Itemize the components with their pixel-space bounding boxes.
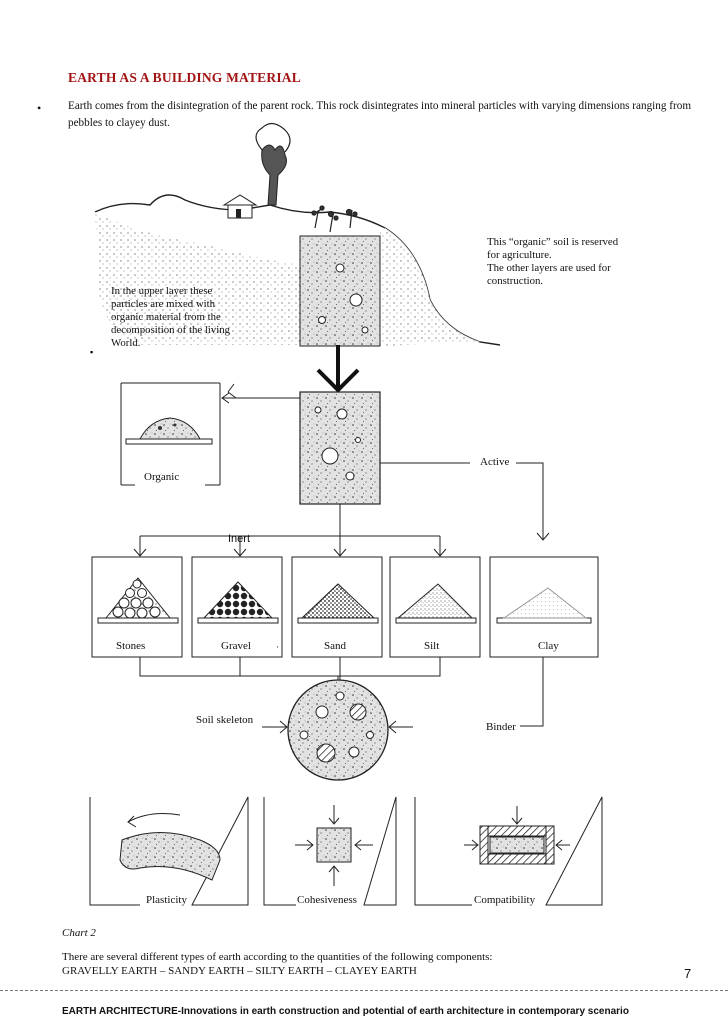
cohesiveness-cube	[295, 805, 373, 886]
note-organic-soil-line: construction.	[487, 275, 544, 287]
note-organic-soil-line: for agriculture.	[487, 249, 552, 261]
closing-paragraph: There are several different types of ear…	[62, 950, 682, 978]
soil-center-block	[299, 391, 381, 505]
tree-icon	[261, 144, 287, 206]
property-boxes	[89, 796, 603, 906]
page-title: EARTH AS A BUILDING MATERIAL	[68, 70, 301, 85]
page-footer: EARTH ARCHITECTURE-Innovations in earth …	[62, 1006, 629, 1017]
page-number: 7	[684, 966, 692, 981]
stones-pile	[97, 577, 179, 624]
note-upper-layer-line: In the upper layer these	[111, 285, 213, 297]
landscape-illustration: ▪	[90, 122, 501, 357]
arrow-head-icon	[316, 368, 360, 393]
label-soil-skeleton: Soil skeleton	[196, 714, 254, 726]
label-cohesiveness: Cohesiveness	[297, 894, 357, 906]
label-plasticity: Plasticity	[146, 894, 187, 906]
note-upper-layer-line: decomposition of the living	[111, 324, 231, 336]
organic-box	[120, 382, 237, 486]
closing-line-2: GRAVELLY EARTH – SANDY EARTH – SILTY EAR…	[62, 965, 417, 977]
house-icon	[222, 194, 258, 219]
note-upper-layer: In the upper layer these particles are m…	[111, 285, 230, 350]
compatibility-press	[464, 806, 570, 865]
silt-pile	[395, 583, 477, 624]
label-binder: Binder	[486, 721, 516, 733]
intro-paragraph: Earth comes from the disintegration of t…	[68, 100, 692, 129]
sand-pile	[297, 583, 379, 624]
clay-pile	[496, 587, 592, 624]
label-clay: Clay	[538, 640, 559, 652]
label-silt: Silt	[424, 640, 440, 652]
note-organic-soil-line: This “organic” soil is reserved	[487, 236, 619, 248]
label-active: Active	[480, 456, 510, 468]
compression-arrows	[262, 676, 413, 734]
gravel-pile	[197, 581, 279, 624]
label-inert: Inert	[228, 533, 251, 545]
plant-icons	[311, 205, 358, 233]
note-upper-layer-line: World.	[111, 337, 141, 349]
label-stones: Stones	[116, 640, 146, 652]
earth-components-diagram: ▪	[89, 122, 603, 906]
material-boxes	[91, 556, 599, 658]
closing-line-1: There are several different types of ear…	[62, 951, 493, 963]
note-upper-layer-line: particles are mixed with	[111, 298, 216, 310]
note-organic-soil: This “organic” soil is reserved for agri…	[487, 236, 618, 288]
label-compatibility: Compatibility	[474, 894, 536, 906]
footer-divider	[0, 990, 728, 991]
svg-text:▪: ▪	[90, 347, 93, 357]
note-organic-soil-line: The other layers are used for	[487, 262, 611, 274]
svg-text:·: ·	[276, 642, 279, 652]
note-upper-layer-line: organic material from the	[111, 311, 221, 323]
bullet-marker: •	[37, 101, 42, 115]
label-gravel: Gravel	[221, 640, 251, 652]
label-sand: Sand	[324, 640, 346, 652]
label-organic: Organic	[144, 471, 180, 483]
plasticity-band	[119, 813, 221, 881]
chart-caption: Chart 2	[62, 927, 96, 939]
